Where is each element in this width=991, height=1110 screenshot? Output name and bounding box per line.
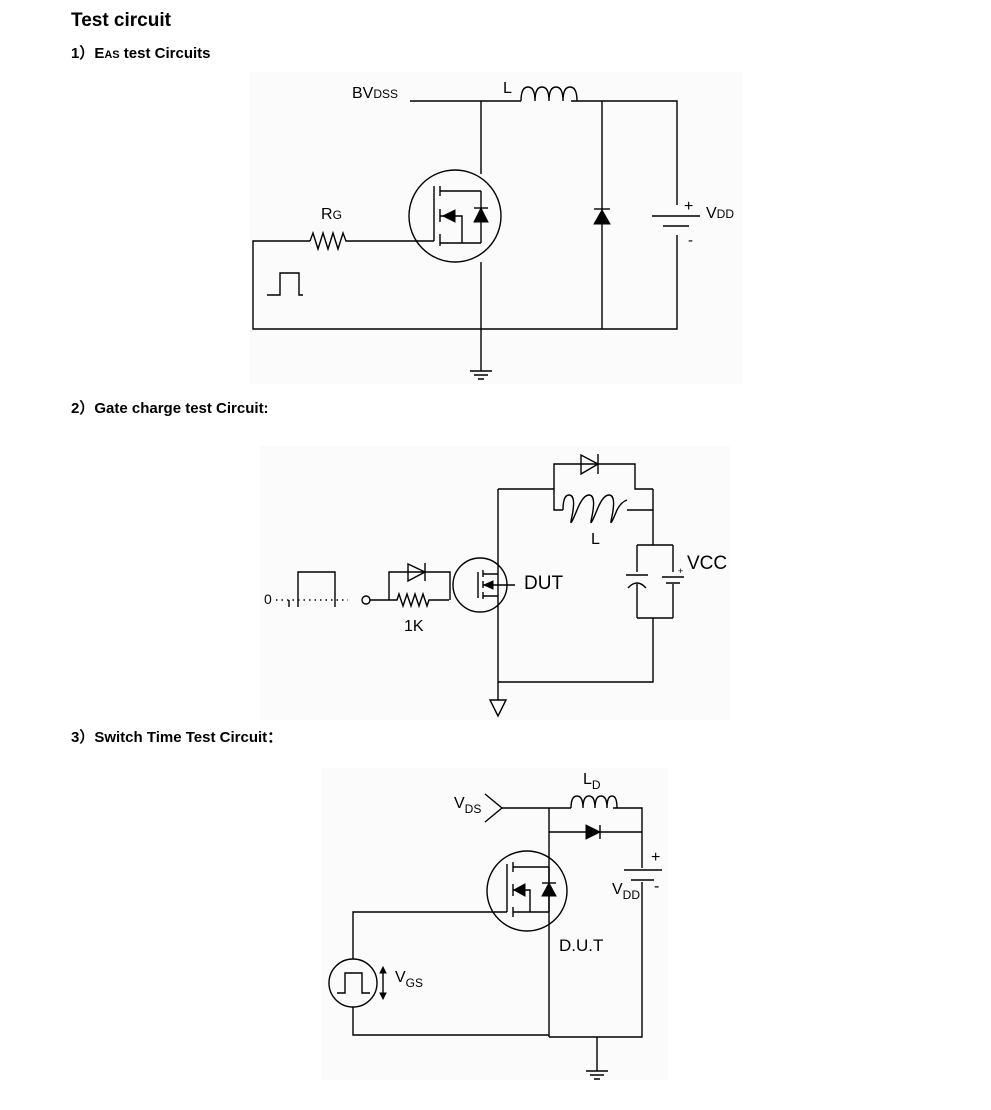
right-loop-wire xyxy=(549,807,643,1038)
vdd-plus: + xyxy=(684,198,693,215)
dut-arrow-icon xyxy=(482,580,494,590)
mosfet-arrow-icon xyxy=(441,209,456,223)
diode-bypass-wire xyxy=(388,571,451,600)
gate-wire xyxy=(352,911,507,959)
battery-vdd-icon xyxy=(624,869,662,881)
zero-label: 0 xyxy=(264,591,272,607)
vds-label: VDS xyxy=(454,795,481,816)
vdd-minus: - xyxy=(654,878,659,895)
rg-label: RG xyxy=(321,206,342,223)
circuit-2-background xyxy=(260,446,730,720)
inductor-l-label: L xyxy=(591,531,600,548)
resistor-1k-symbol xyxy=(370,591,449,609)
eas-test-circuit: BVDSS L RG + VDD - xyxy=(250,72,742,384)
body-diode-icon xyxy=(541,881,557,897)
switch-time-circuit: VDS LD + VDD - D.U.T VGS xyxy=(322,768,668,1080)
mosfet-arrow-icon xyxy=(512,883,526,897)
dut-label: D.U.T xyxy=(559,936,603,955)
inductor-l-label: L xyxy=(503,80,512,97)
ld-label: LD xyxy=(583,771,601,792)
flyback-diode-icon xyxy=(580,453,600,476)
top-wire-left xyxy=(498,488,563,511)
ground-icon xyxy=(586,1037,608,1080)
battery-vcc-icon xyxy=(662,576,684,584)
vdd-minus: - xyxy=(688,232,693,249)
ground-icon xyxy=(488,699,508,718)
freewheel-diode-icon xyxy=(585,824,602,840)
section-2-heading: 2）Gate charge test Circuit: xyxy=(71,400,269,417)
capacitor-icon xyxy=(626,574,648,589)
bvdss-label: BVDSS xyxy=(352,85,398,102)
pulse-source-icon xyxy=(337,972,370,994)
inductor-l-symbol xyxy=(562,494,628,524)
battery-vdd-icon xyxy=(652,215,700,227)
main-loop-wire xyxy=(252,100,678,330)
pulse-source-icon xyxy=(288,571,336,607)
vgs-label: VGS xyxy=(395,969,423,990)
resistor-1k-label: 1K xyxy=(404,618,424,635)
source-return-wire xyxy=(352,1007,549,1036)
circuit-1-background xyxy=(250,72,742,384)
vcc-plus: + xyxy=(678,566,683,576)
mosfet-circle xyxy=(408,169,502,263)
battery-gap xyxy=(670,205,684,235)
body-diode-icon xyxy=(473,206,489,223)
inductor-l-symbol xyxy=(520,86,578,102)
mosfet-circle xyxy=(486,850,568,932)
section-3-heading: 3）Switch Time Test Circuit： xyxy=(71,729,283,746)
vcc-label: VCC xyxy=(687,553,727,574)
gate-charge-circuit: 0 + L VCC DUT 1K xyxy=(260,446,730,720)
inductor-bypass-wire xyxy=(553,463,653,490)
circuit-3-background xyxy=(322,768,668,1080)
dut-label: DUT xyxy=(524,573,563,594)
vdd-label: VDD xyxy=(706,205,734,222)
section-1-heading: 1）EAS test Circuits xyxy=(71,45,211,62)
ground-icon xyxy=(470,370,492,380)
vdd-plus: + xyxy=(651,849,660,866)
pulse-source-icon xyxy=(267,272,303,296)
freewheel-diode-icon xyxy=(593,208,611,225)
gate-diode-icon xyxy=(407,562,427,583)
vdd-label: VDD xyxy=(612,881,640,902)
resistor-rg-symbol xyxy=(309,230,434,252)
page-title: Test circuit xyxy=(71,10,171,31)
inductor-ld-symbol xyxy=(570,795,618,809)
